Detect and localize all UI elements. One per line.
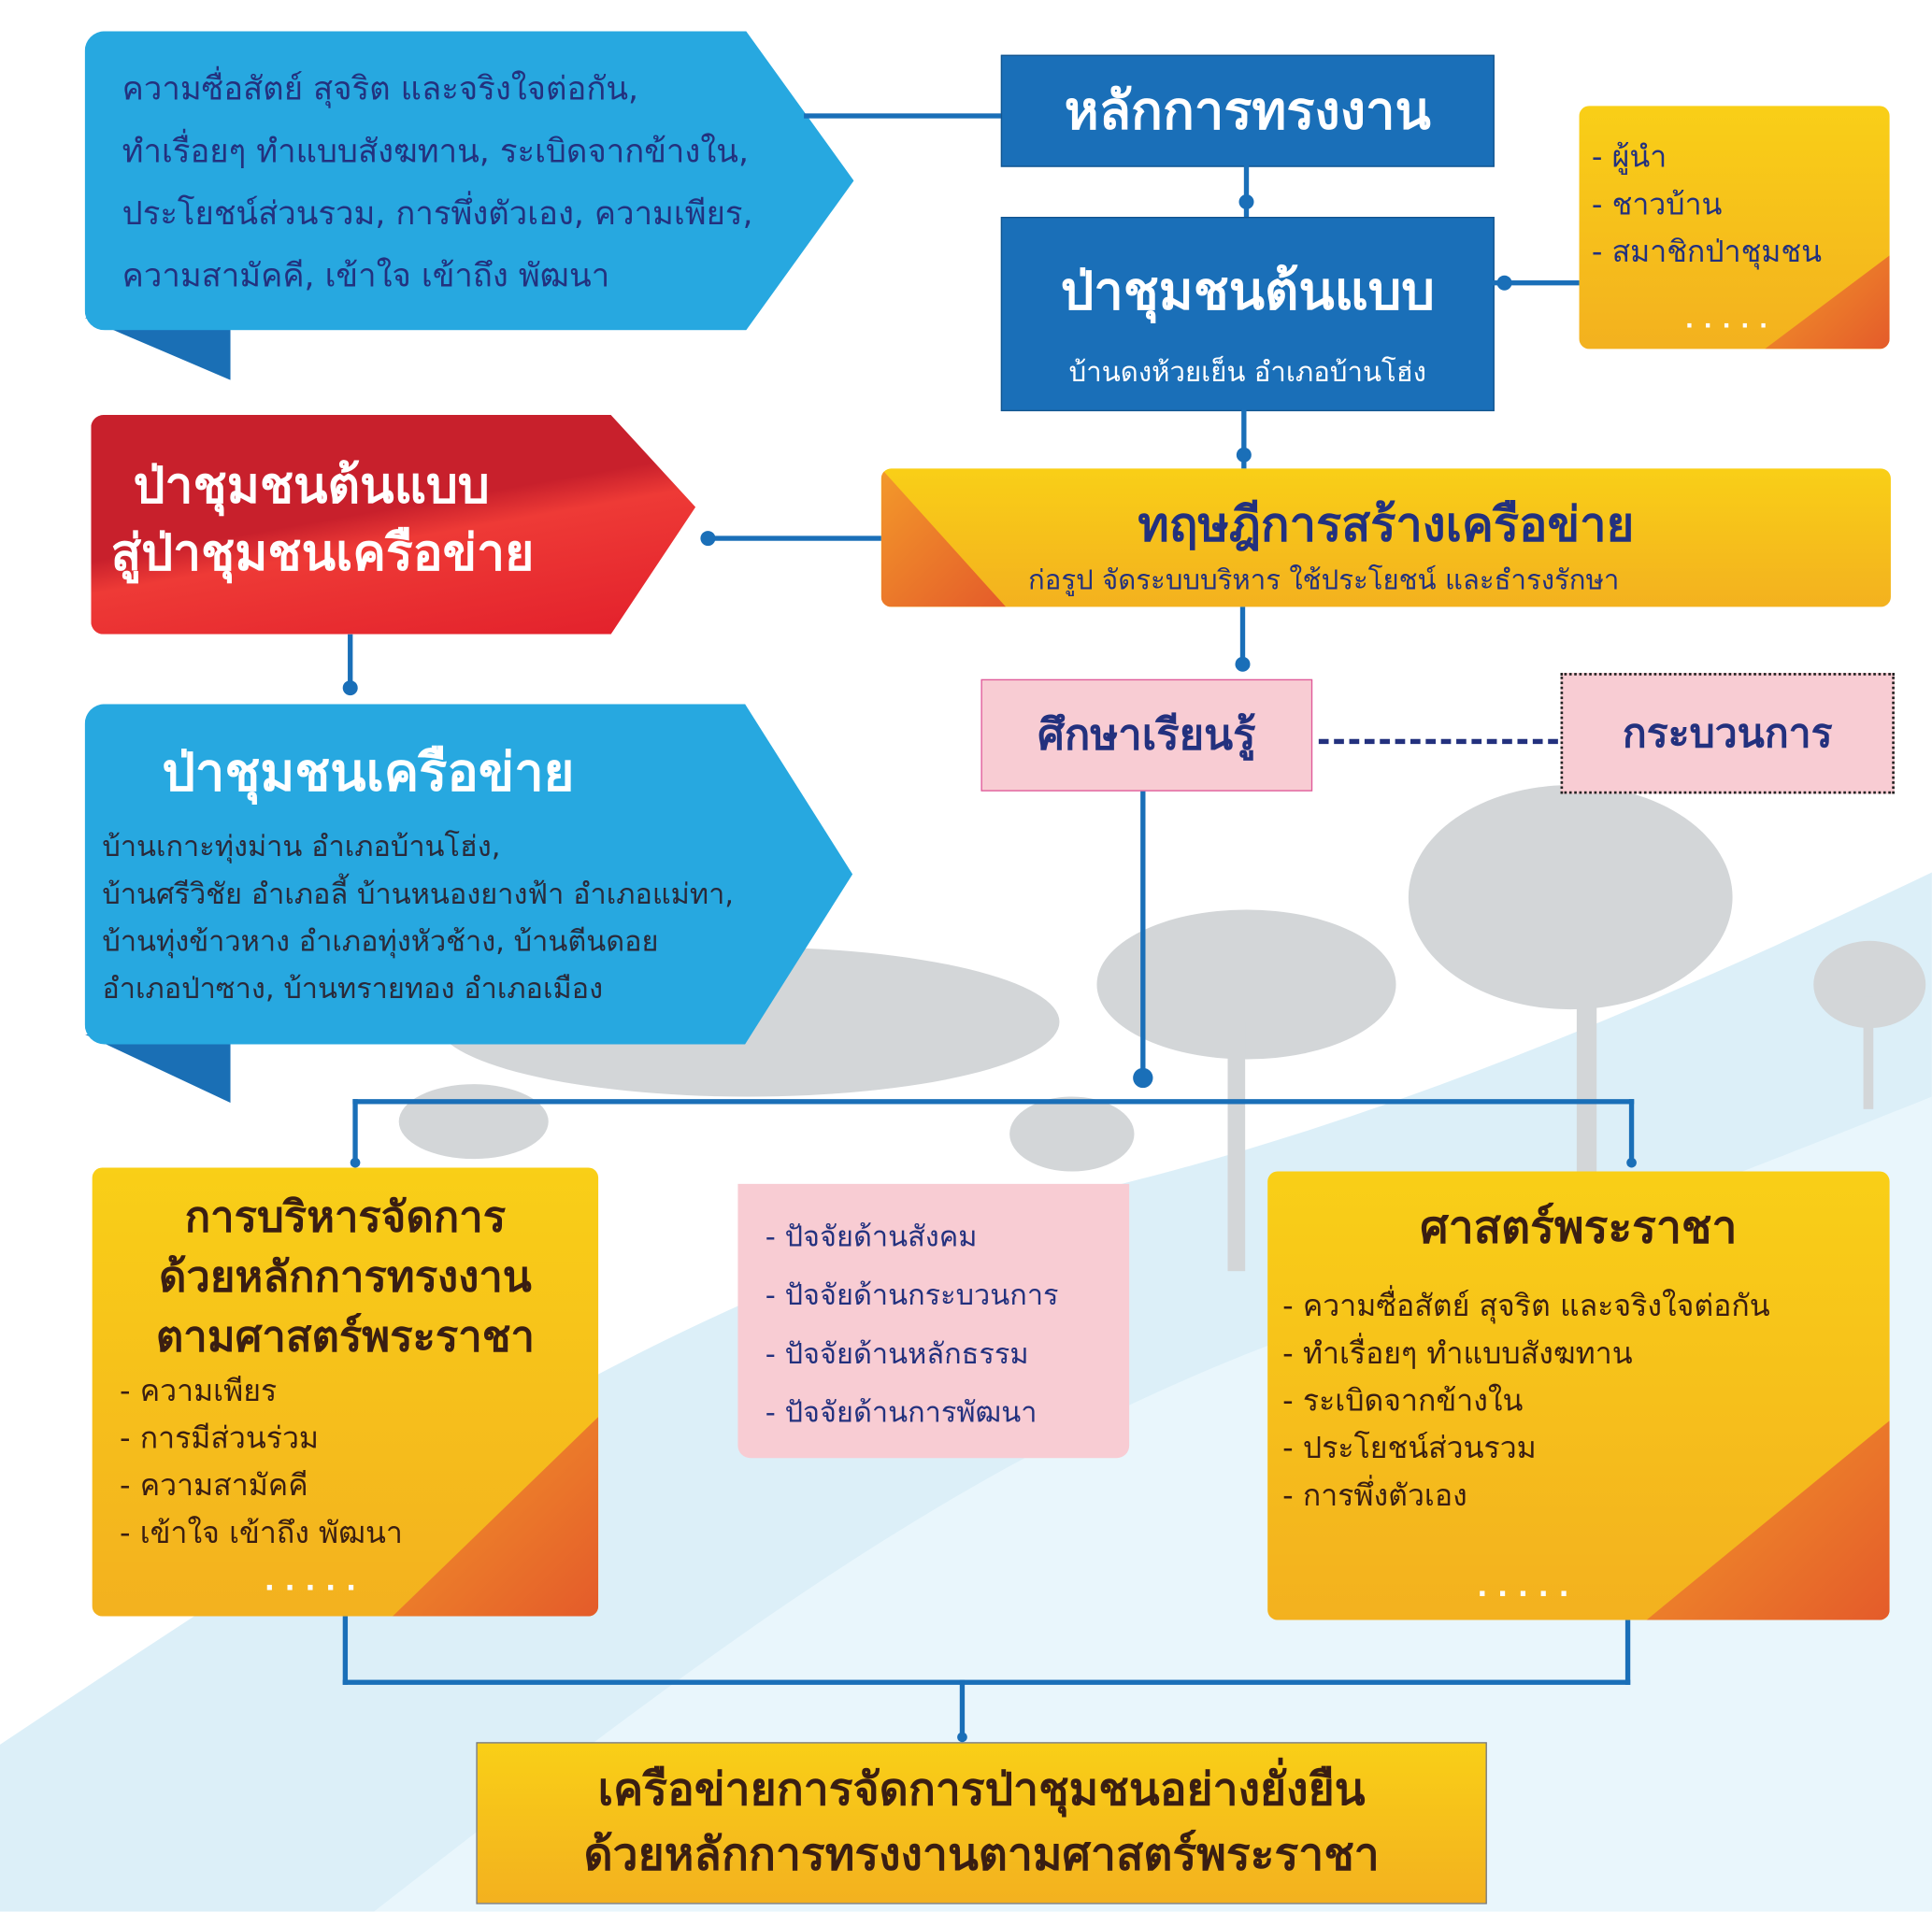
process-box: กระบวนการ [1560,673,1895,794]
network-theory-subtitle: ก่อรูป จัดระบบบริหาร ใช้ประโยชน์ และธำรง… [1027,565,1620,597]
connector-dot [1236,447,1252,463]
management-title: การบริหารจัดการ [184,1192,507,1243]
factor-item: - ปัจจัยด้านหลักธรรม [765,1338,1029,1371]
connector-dot [1238,194,1254,210]
network-theory-banner: ทฤษฎีการสร้างเครือข่าย ก่อรูป จัดระบบบริ… [880,468,1891,607]
network-forest-callout: ป่าชุมชนเครือข่าย บ้านเกาะทุ่งม่าน อำเภอ… [84,704,853,1045]
connector-dot [957,1732,967,1743]
model-to-network-banner: ป่าชุมชนต้นแบบ สู่ป่าชุมชนเครือข่าย [91,415,696,635]
connector-dot [342,680,358,696]
model-forest-box: ป่าชุมชนต้นแบบ บ้านดงห้วยเย็น อำเภอบ้านโ… [1000,217,1495,412]
network-theory-title: ทฤษฎีการสร้างเครือข่าย [1138,497,1635,552]
factor-item: - ปัจจัยด้านการพัฒนา [765,1396,1038,1430]
management-item: - เข้าใจ เข้าถึง พัฒนา [120,1515,403,1550]
royal-principles-box: หลักการทรงงาน [1000,54,1495,167]
management-title: ตามศาสตร์พระราชา [155,1312,535,1363]
result-line: เครือข่ายการจัดการป่าชุมชนอย่างยั่งยืน [597,1764,1366,1816]
connector [1239,606,1246,664]
actors-card: - ผู้นำ - ชาวบ้าน - สมาชิกป่าชุมชน ..... [1579,106,1890,350]
connector [1243,164,1250,218]
connector [1624,1619,1631,1685]
network-line: บ้านศรีวิชัย อำเภอลี้ บ้านหนองยางฟ้า อำเ… [102,878,735,911]
factor-item: - ปัจจัยด้านกระบวนการ [765,1279,1059,1313]
actor-item: - สมาชิกป่าชุมชน [1591,234,1823,270]
connector-dot [350,1157,361,1168]
network-line: บ้านเกาะทุ่งม่าน อำเภอบ้านโฮ่ง, [102,831,501,864]
actor-item: - ผู้นำ [1591,139,1667,175]
connector [1140,791,1146,1078]
banner-line: สู่ป่าชุมชนเครือข่าย [110,524,535,582]
model-forest-subtitle: บ้านดงห้วยเย็น อำเภอบ้านโฮ่ง [1068,357,1427,390]
connector [1628,1099,1635,1164]
principles-line: ประโยชน์ส่วนรวม, การพึ่งตัวเอง, ความเพีย… [122,195,753,234]
kings-science-item: - ทำเรื่อยๆ ทำแบบสังฆทาน [1282,1335,1633,1371]
banner-line: ป่าชุมชนต้นแบบ [133,457,490,515]
network-line: อำเภอป่าซาง, บ้านทรายทอง อำเภอเมือง [102,973,604,1006]
study-box: ศึกษาเรียนรู้ [980,678,1313,792]
kings-science-item: - ระเบิดจากข้างใน [1282,1383,1524,1419]
model-forest-title: ป่าชุมชนต้นแบบ [1060,260,1435,322]
connector [708,535,881,541]
connector-dot [700,531,716,547]
actor-item: - ชาวบ้าน [1591,187,1723,222]
principles-line: ความซื่อสัตย์ สุจริต และจริงใจต่อกัน, [122,71,639,109]
connector [342,1679,1631,1685]
principles-line: ความสามัคคี, เข้าใจ เข้าถึง พัฒนา [122,258,610,296]
more-dots: ..... [264,1566,366,1598]
management-item: - ความสามัคคี [120,1467,308,1504]
management-item: - การมีส่วนร่วม [120,1420,320,1456]
kings-science-item: - ประโยชน์ส่วนรวม [1282,1430,1537,1466]
kings-science-card: ศาสตร์พระราชา - ความซื่อสัตย์ สุจริต และ… [1267,1171,1890,1620]
factor-item: - ปัจจัยด้านสังคม [765,1220,978,1254]
connector [804,113,1004,119]
kings-science-item: - ความซื่อสัตย์ สุจริต และจริงใจต่อกัน [1282,1288,1770,1324]
connector [348,634,353,690]
connector-dot [1133,1067,1153,1089]
connector [352,1099,1635,1105]
connector-dot [1626,1157,1637,1168]
more-dots: ..... [1684,307,1778,335]
management-title: ด้วยหลักการทรงงาน [158,1252,532,1303]
kings-science-item: - การพึ่งตัวเอง [1282,1477,1467,1513]
network-line: บ้านทุ่งข้าวหาง อำเภอทุ่งหัวช้าง, บ้านตี… [102,925,659,959]
connector-dot [1235,656,1251,672]
connector-dot [1496,275,1512,291]
connector [342,1616,349,1685]
result-box: เครือข่ายการจัดการป่าชุมชนอย่างยั่งยืน ด… [476,1742,1487,1905]
connector [1492,280,1580,286]
management-item: - ความเพียร [120,1373,278,1408]
connector [1241,408,1247,469]
kings-science-title: ศาสตร์พระราชา [1420,1202,1738,1254]
factors-box: - ปัจจัยด้านสังคม - ปัจจัยด้านกระบวนการ … [737,1183,1130,1459]
more-dots: ..... [1477,1572,1580,1605]
connector [352,1099,358,1164]
principles-callout: ความซื่อสัตย์ สุจริต และจริงใจต่อกัน, ทำ… [84,31,854,331]
network-forest-title: ป่าชุมชนเครือข่าย [162,741,575,803]
result-line: ด้วยหลักการทรงงานตามศาสตร์พระราชา [583,1829,1380,1881]
dashed-connector [1318,738,1558,745]
connector [959,1679,966,1740]
management-card: การบริหารจัดการ ด้วยหลักการทรงงาน ตามศาส… [92,1167,599,1617]
principles-line: ทำเรื่อยๆ ทำแบบสังฆทาน, ระเบิดจากข้างใน, [122,133,749,171]
